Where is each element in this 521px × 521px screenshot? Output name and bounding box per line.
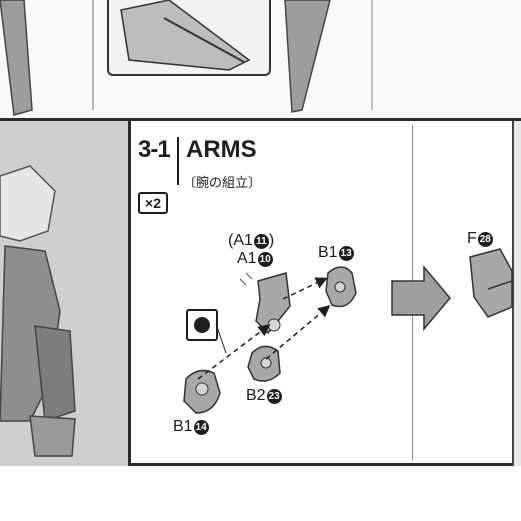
- part-number-circle: 28: [477, 232, 493, 247]
- assembly-arrow: [197, 324, 271, 380]
- previous-step-illustration: [0, 0, 373, 116]
- part-number-circle: 14: [193, 420, 209, 435]
- part-f-28-shape: [469, 248, 513, 318]
- dot-in-square-icon: [186, 309, 218, 341]
- assembly-arrow: [265, 305, 331, 360]
- left-figure-panel: [0, 121, 131, 466]
- part-number-circle: 13: [338, 246, 354, 261]
- part-b1-13-shape: [325, 266, 357, 308]
- next-step-arrow-icon: [391, 264, 451, 332]
- right-edge-strip: [512, 121, 521, 466]
- previous-step-inset: [107, 0, 271, 76]
- quantity-badge: ×2: [138, 192, 168, 214]
- part-b2-23-shape: [247, 345, 281, 382]
- part-number-circle: 10: [257, 252, 273, 267]
- assembled-figure-illustration: [0, 121, 128, 466]
- step-subtitle: 〔腕の組立〕: [183, 175, 262, 190]
- motion-marks: [239, 272, 253, 286]
- assembly-diagram: [183, 248, 513, 414]
- step-title: ARMS: [186, 136, 257, 163]
- part-number-circle: 23: [266, 389, 282, 404]
- step-header-bar: [177, 137, 179, 185]
- part-b1-14-shape: [183, 369, 221, 414]
- part-number-circle: 11: [253, 234, 269, 249]
- step-number: 3-1: [138, 136, 171, 163]
- section-bottom-rule: [128, 463, 521, 466]
- section-divider: [0, 118, 521, 121]
- assembly-arrow: [282, 277, 328, 300]
- part-a1-10-shape: [255, 272, 291, 335]
